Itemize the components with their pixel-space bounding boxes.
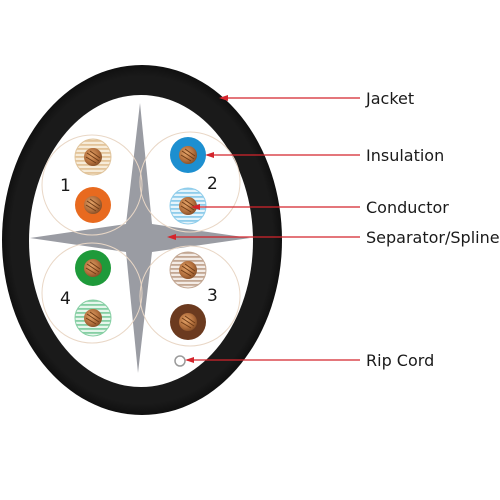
rip-cord [174, 355, 186, 367]
twisted-pair-1: 1 [41, 134, 143, 236]
pair-number-2: 2 [207, 174, 218, 194]
label-rip-cord: Rip Cord [366, 351, 434, 370]
wire-white-blue [169, 187, 207, 225]
wire-blue [170, 137, 206, 173]
arrowhead-jacket [219, 95, 228, 101]
twisted-pair-2: 2 [139, 131, 241, 233]
leader-lines [167, 95, 360, 363]
label-separator-spline: Separator/Spline [366, 228, 500, 247]
wire-green [75, 250, 111, 286]
pair-number-3: 3 [207, 286, 218, 306]
arrowhead-insulation [205, 152, 214, 158]
pair-number-4: 4 [60, 289, 71, 309]
separator-spline [30, 103, 250, 373]
pair-number-1: 1 [60, 176, 71, 196]
arrowhead-conductor [191, 204, 200, 210]
wire-orange [75, 187, 111, 223]
wire-white-green [74, 299, 112, 337]
wire-brown [170, 304, 206, 340]
arrowhead-separator [167, 234, 176, 240]
label-conductor: Conductor [366, 198, 449, 217]
twisted-pair-4: 4 [41, 242, 143, 344]
twisted-pair-3: 3 [139, 245, 241, 347]
wire-white-tan [74, 138, 112, 176]
arrowhead-rip-cord [185, 357, 194, 363]
wire-white-brown [169, 251, 207, 289]
label-insulation: Insulation [366, 146, 444, 165]
label-jacket: Jacket [365, 89, 414, 108]
